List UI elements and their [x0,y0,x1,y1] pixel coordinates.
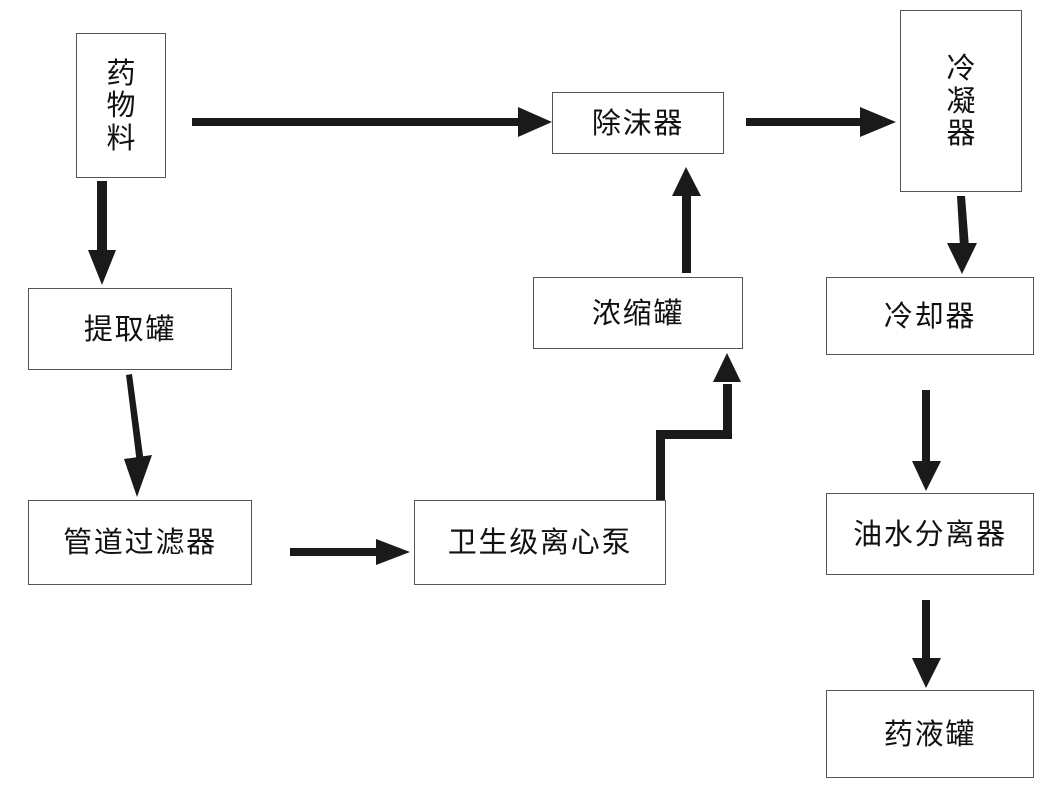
node-concentration-tank[interactable]: 浓缩罐 [533,277,743,349]
edge-cooler-to-separator [912,390,941,491]
node-condenser-label: 冷 凝 器 [946,51,976,151]
node-oil-water-separator[interactable]: 油水分离器 [826,493,1034,575]
edge-filter-to-pump [290,539,410,565]
node-cooler-label: 冷却器 [883,298,977,333]
node-condenser[interactable]: 冷 凝 器 [900,10,1022,192]
node-pipeline-filter[interactable]: 管道过滤器 [28,500,252,585]
node-extraction-tank[interactable]: 提取罐 [28,288,232,370]
node-pipeline-filter-label: 管道过滤器 [63,525,217,560]
node-oil-water-separator-label: 油水分离器 [853,516,1007,551]
edge-condenser-to-cooler [947,196,977,274]
node-concentration-tank-label: 浓缩罐 [591,295,685,330]
node-drug-material-label: 药 物 料 [106,55,136,155]
edge-concentration-to-demister [672,167,701,273]
node-demister[interactable]: 除沫器 [552,92,724,154]
node-cooler[interactable]: 冷却器 [826,277,1034,355]
node-demister-label: 除沫器 [591,105,685,140]
node-extraction-tank-label: 提取罐 [83,311,177,346]
node-centrifugal-pump[interactable]: 卫生级离心泵 [414,500,666,585]
node-liquid-tank[interactable]: 药液罐 [826,690,1034,778]
node-centrifugal-pump-label: 卫生级离心泵 [447,525,633,560]
edge-separator-to-tank [912,600,941,688]
edge-material-to-extraction [88,181,116,285]
edge-demister-to-condenser [746,107,896,137]
node-drug-material[interactable]: 药 物 料 [76,33,166,178]
node-liquid-tank-label: 药液罐 [883,716,977,751]
edge-pump-to-concentration [656,353,741,500]
edge-extraction-to-filter [124,374,152,497]
edge-material-to-demister [192,107,552,137]
